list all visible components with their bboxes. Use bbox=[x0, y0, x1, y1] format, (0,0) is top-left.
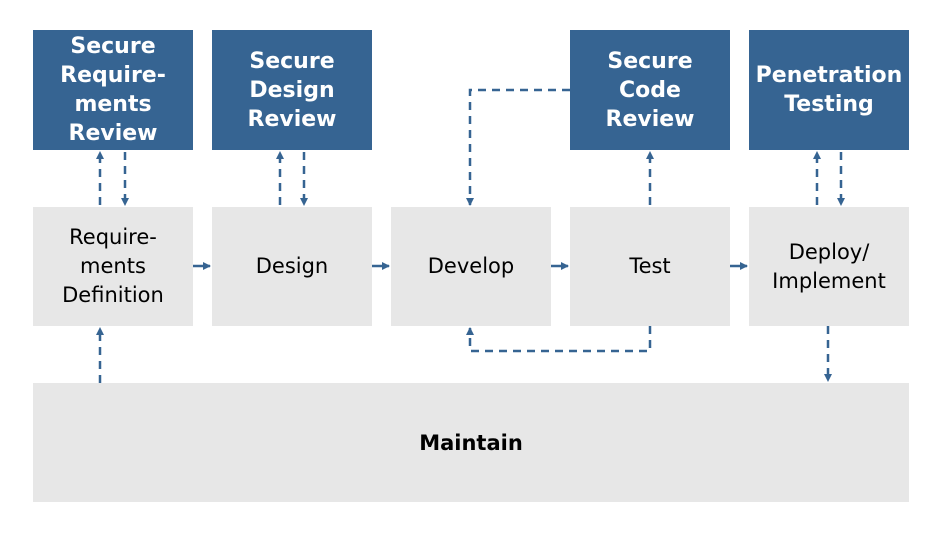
secure-design-review-label: Secure Design Review bbox=[247, 48, 337, 132]
maintain-box: Maintain bbox=[33, 383, 909, 502]
develop-label: Develop bbox=[427, 254, 515, 278]
secure-design-review-box: Secure Design Review bbox=[212, 30, 372, 150]
secure-code-review-label: Secure Code Review bbox=[605, 48, 695, 132]
requirements-definition-box: Require- ments Definition bbox=[33, 207, 193, 326]
deploy-implement-label: Deploy/ Implement bbox=[772, 239, 886, 293]
secure-code-review-box: Secure Code Review bbox=[570, 30, 730, 150]
secure-requirements-review-label: Secure Require- ments Review bbox=[60, 34, 166, 146]
design-label: Design bbox=[255, 254, 329, 278]
maintain-label: Maintain bbox=[419, 430, 523, 455]
requirements-definition-label: Require- ments Definition bbox=[62, 225, 164, 307]
secure-requirements-review-box: Secure Require- ments Review bbox=[33, 30, 193, 150]
develop-box: Develop bbox=[391, 207, 551, 326]
test-box: Test bbox=[570, 207, 730, 326]
design-box: Design bbox=[212, 207, 372, 326]
penetration-testing-label: Penetration Testing bbox=[755, 63, 903, 117]
test-label: Test bbox=[629, 254, 671, 278]
dashed-arrow-test-to-develop bbox=[466, 326, 652, 353]
dashed-arrow-code-review-to-develop bbox=[466, 88, 570, 206]
penetration-testing-box: Penetration Testing bbox=[749, 30, 909, 150]
deploy-implement-box: Deploy/ Implement bbox=[749, 207, 909, 326]
